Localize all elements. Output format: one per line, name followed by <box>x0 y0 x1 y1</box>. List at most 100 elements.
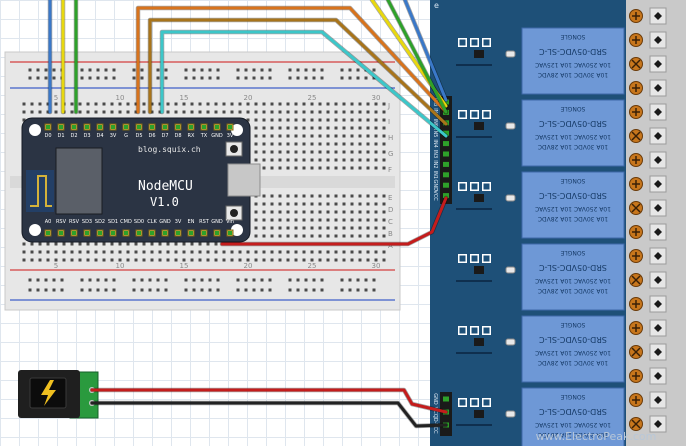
screw-slot <box>631 131 641 141</box>
breadboard-hole <box>70 110 74 114</box>
breadboard-column-label: 5 <box>54 262 58 270</box>
breadboard-hole <box>348 288 352 292</box>
nodemcu-pin-socket <box>98 231 102 235</box>
breadboard-hole <box>358 110 362 114</box>
breadboard-hole <box>190 102 194 106</box>
breadboard-hole <box>214 258 218 262</box>
nodemcu-pin-label: 3V <box>110 133 117 139</box>
breadboard-hole <box>302 134 306 138</box>
breadboard-hole <box>334 226 338 230</box>
breadboard-hole <box>278 134 282 138</box>
breadboard-hole <box>334 258 338 262</box>
breadboard-hole <box>254 226 258 230</box>
breadboard-hole <box>262 250 266 254</box>
header-pin <box>443 172 449 178</box>
breadboard-hole <box>28 68 32 72</box>
terminal-marker <box>654 372 662 380</box>
breadboard-hole <box>374 194 378 198</box>
mount-hole <box>29 124 41 136</box>
nodemcu-pin-socket <box>111 125 115 129</box>
breadboard-hole <box>374 210 378 214</box>
breadboard-row-label: G <box>388 150 393 158</box>
relay-model: SRD-05VDC-SL-C <box>539 335 607 344</box>
breadboard-hole <box>140 278 144 282</box>
breadboard-hole <box>310 118 314 122</box>
breadboard-hole <box>310 166 314 170</box>
wire-dc-negative-black <box>90 401 448 428</box>
nodemcu-pin-socket <box>124 125 128 129</box>
breadboard-hole <box>192 278 196 282</box>
breadboard-hole <box>286 226 290 230</box>
breadboard-hole <box>374 218 378 222</box>
wire-in6-green <box>386 0 448 114</box>
breadboard-hole <box>356 76 360 80</box>
breadboard-hole <box>382 126 386 130</box>
breadboard-hole <box>270 234 274 238</box>
breadboard-hole <box>294 150 298 154</box>
breadboard-hole <box>286 194 290 198</box>
breadboard-hole <box>96 278 100 282</box>
pad-inner <box>459 111 466 118</box>
breadboard-hole <box>94 242 98 246</box>
breadboard-hole <box>132 278 136 282</box>
breadboard-hole <box>260 278 264 282</box>
breadboard-hole <box>304 288 308 292</box>
breadboard-hole <box>382 258 386 262</box>
nodemcu-pin-label: CLK <box>147 219 157 225</box>
relay-brand: SONGLE <box>560 33 585 40</box>
terminal-marker <box>654 12 662 20</box>
breadboard-hole <box>374 166 378 170</box>
breadboard-hole <box>54 102 58 106</box>
breadboard-hole <box>278 202 282 206</box>
transistor <box>474 50 484 58</box>
breadboard-hole <box>334 202 338 206</box>
relay-rating: 10A 250VAC 10A 125VAC <box>535 421 611 428</box>
breadboard-hole <box>326 202 330 206</box>
breadboard-hole <box>254 126 258 130</box>
nodemcu-pin-socket <box>46 231 50 235</box>
pad-inner <box>471 39 478 46</box>
breadboard-hole <box>190 110 194 114</box>
breadboard-hole <box>270 110 274 114</box>
breadboard-hole <box>268 278 272 282</box>
pad-inner <box>483 39 490 46</box>
breadboard-hole <box>350 202 354 206</box>
breadboard-hole <box>262 134 266 138</box>
breadboard-hole <box>358 142 362 146</box>
breadboard-hole <box>302 158 306 162</box>
breadboard-hole <box>302 202 306 206</box>
nodemcu-pin-label: SD2 <box>95 219 105 225</box>
breadboard-hole <box>318 102 322 106</box>
breadboard-column-label: 15 <box>180 94 189 102</box>
breadboard-hole <box>86 258 90 262</box>
breadboard-hole <box>358 118 362 122</box>
header-pin <box>443 396 449 402</box>
breadboard-hole <box>126 250 130 254</box>
breadboard-hole <box>52 278 56 282</box>
antenna-trace <box>30 175 52 207</box>
breadboard-hole <box>222 258 226 262</box>
breadboard-hole <box>96 76 100 80</box>
breadboard-hole <box>302 110 306 114</box>
breadboard-hole <box>310 210 314 214</box>
breadboard-hole <box>254 234 258 238</box>
breadboard-hole <box>302 102 306 106</box>
breadboard-hole <box>164 68 168 72</box>
nodemcu-pin-socket <box>137 231 141 235</box>
breadboard-hole <box>214 250 218 254</box>
nodemcu-pin-label: 3V <box>227 133 234 139</box>
breadboard-hole <box>150 242 154 246</box>
nodemcu-pin-label: GND <box>159 219 171 225</box>
wifi-antenna <box>26 170 54 212</box>
nodemcu-pin-label: TX <box>200 133 208 139</box>
transistor <box>474 266 484 274</box>
breadboard-hole <box>318 142 322 146</box>
breadboard-hole <box>254 102 258 106</box>
wire-vin-red <box>220 196 448 246</box>
breadboard-hole <box>326 234 330 238</box>
breadboard-hole <box>78 250 82 254</box>
breadboard-hole <box>88 76 92 80</box>
breadboard-hole <box>294 134 298 138</box>
